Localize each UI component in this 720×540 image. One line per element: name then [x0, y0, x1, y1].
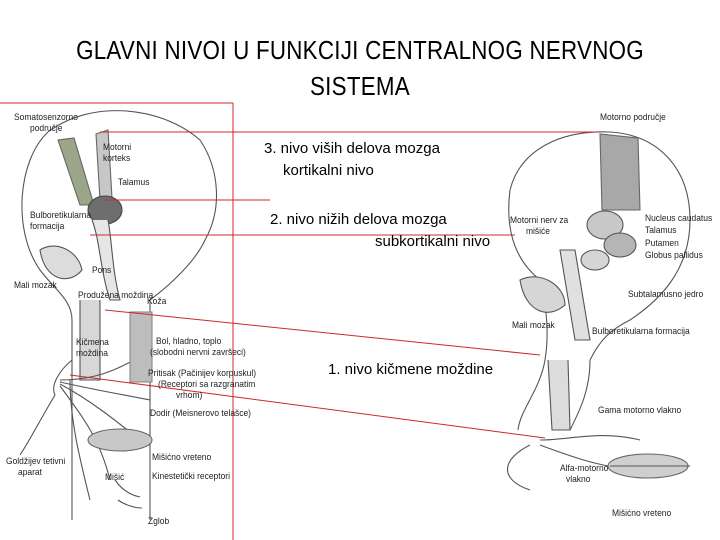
label-bulboretikularna-right: Bulboretikularna formacija: [592, 326, 690, 337]
label-bulboretikularna-left: Bulboretikularna: [30, 210, 91, 221]
level3-label-line2: kortikalni nivo: [283, 161, 374, 181]
label-motorni: Motorni: [103, 142, 131, 153]
label-nucleus-caudatus: Nucleus caudatus: [645, 213, 712, 224]
label-vlakno: vlakno: [566, 474, 590, 485]
label-pritisak: Pritisak (Pačinijev korpuskul): [148, 368, 256, 379]
label-kinestetski: Kinestetički receptori: [152, 471, 230, 482]
label-talamus-right: Talamus: [645, 225, 676, 236]
label-bol: Bol, hladno, toplo: [156, 336, 221, 347]
label-subtalamusno-jedro: Subtalamusno jedro: [628, 289, 703, 300]
level3-label-line1: 3. nivo viših delova mozga: [264, 139, 440, 159]
label-receptori: (Receptori sa razgranatim: [158, 379, 255, 390]
label-misicno-vreteno-right: Mišićno vreteno: [612, 508, 671, 519]
level2-label-line1: 2. nivo nižih delova mozga: [270, 210, 447, 230]
level1-label: 1. nivo kičmene moždine: [328, 360, 493, 380]
label-misice: mišiće: [526, 226, 550, 237]
level1-connector-line-lower: [70, 375, 545, 438]
level2-label-line2: subkortikalni nivo: [375, 232, 490, 252]
label-talamus-left: Talamus: [118, 177, 149, 188]
label-somatosenzorno: Somatosenzorno: [14, 112, 78, 123]
label-mali-mozak-right: Mali mozak: [512, 320, 555, 331]
label-mali-mozak-left: Mali mozak: [14, 280, 57, 291]
label-zglob: Zglob: [148, 516, 169, 527]
label-slobodni: (slobodni nervni završeci): [150, 347, 246, 358]
label-putamen: Putamen: [645, 238, 679, 249]
label-motorni-nerv: Motorni nerv za: [510, 215, 568, 226]
label-mozdina: moždina: [76, 348, 108, 359]
label-produzena-mozdina: Produžena moždina: [78, 290, 153, 301]
label-globus-pallidus: Globus pallidus: [645, 250, 703, 261]
label-formacija-left: formacija: [30, 221, 64, 232]
label-pons: Pons: [92, 265, 111, 276]
label-misicno-vreteno-left: Mišićno vreteno: [152, 452, 211, 463]
label-gama-motorno: Gama motorno vlakno: [598, 405, 681, 416]
label-podrucje: područje: [30, 123, 62, 134]
label-motorno-podrucje: Motorno područje: [600, 112, 666, 123]
label-alfa-motorno: Alfa-motorno: [560, 463, 608, 474]
label-vrhom: vrhom): [176, 390, 202, 401]
label-misic: Mišić: [105, 472, 124, 483]
label-kicmena: Kičmena: [76, 337, 109, 348]
label-korteks: korteks: [103, 153, 130, 164]
label-dodir: Dodir (Meisnerovo telašce): [150, 408, 251, 419]
label-koza: Koža: [147, 296, 166, 307]
label-goldzijev: Goldžijev tetivni: [6, 456, 65, 467]
label-aparat: aparat: [18, 467, 42, 478]
